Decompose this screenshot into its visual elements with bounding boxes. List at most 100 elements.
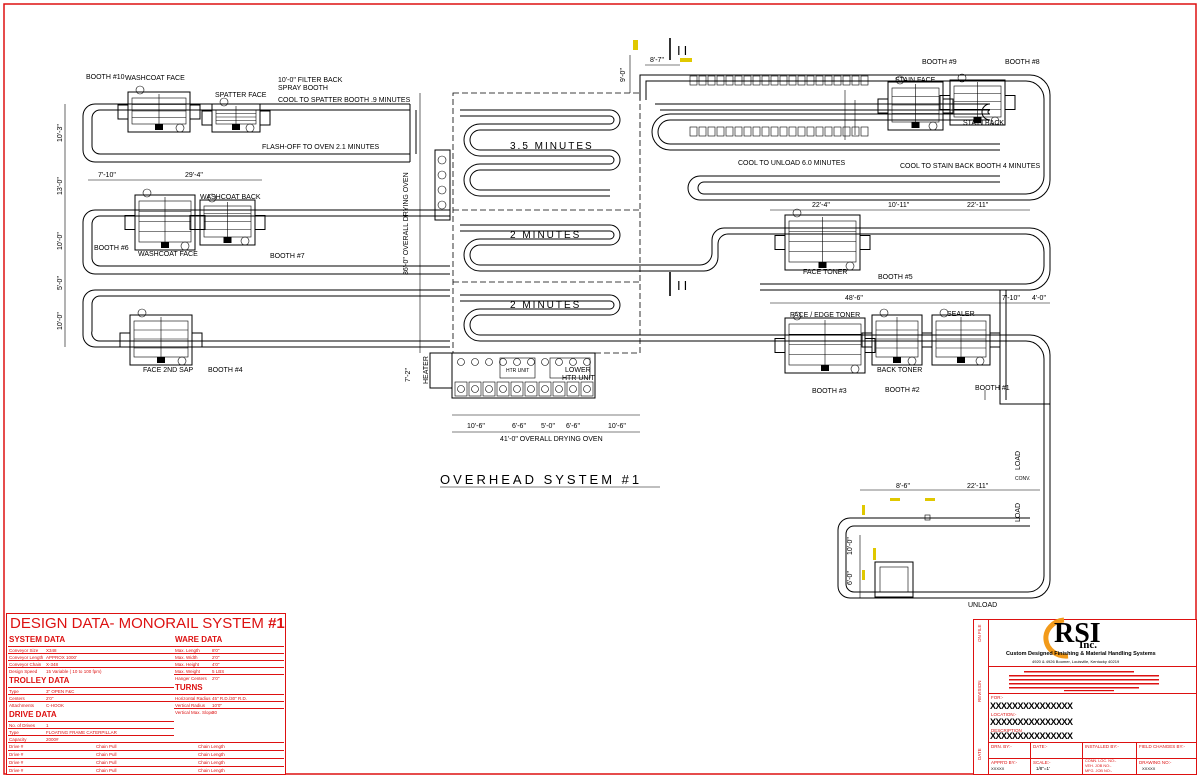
chain-cell: Drive # — [9, 744, 24, 749]
booth-4-symbol — [119, 308, 203, 366]
row-key: Type — [9, 689, 19, 694]
row-key: Design Speed — [9, 669, 38, 674]
for-label: FOR:- — [991, 695, 1004, 700]
booth-8-label: BOOTH #8 — [1005, 59, 1040, 66]
heater-units — [429, 149, 596, 399]
design-data-title-number: #1 — [268, 615, 285, 632]
station-filter-back: 10'-0" FILTER BACK — [278, 77, 343, 84]
dim-8-6: 8'-6" — [896, 483, 910, 490]
row-value: 2'0" — [212, 676, 220, 681]
installed-by-label: INSTALLED BY:- — [1085, 744, 1119, 749]
scale-label: SCALE:- — [1033, 760, 1051, 765]
section-marker: II II — [669, 38, 690, 296]
booth-5-symbol — [774, 208, 871, 271]
section-label-top: II — [677, 43, 690, 58]
for-value: XXXXXXXXXXXXXXX — [990, 701, 1073, 711]
chain-cell: Chain Pull — [96, 752, 117, 757]
dim-10-0c: 10'-0" — [847, 537, 854, 555]
row-key: Max. Width — [175, 655, 198, 660]
dimension-lines — [64, 55, 1050, 598]
station-lower-htr-unit: HTR UNIT — [562, 375, 595, 382]
row-key: Max. Weight — [175, 669, 200, 674]
booth-4-label: BOOTH #4 — [208, 367, 243, 374]
chain-cell: Chain Length — [198, 760, 225, 765]
table-row: Hanger Centers 2'0" — [174, 674, 284, 682]
booth-3-label: BOOTH #3 — [812, 388, 847, 395]
chain-cell: Drive # — [9, 760, 24, 765]
note-overall-oven-horizontal: 41'-0" OVERALL DRYING OVEN — [500, 436, 603, 443]
dim-48-6: 48'-6" — [845, 295, 863, 302]
booth-6-symbol — [124, 188, 206, 251]
dim-22-4: 22'-4" — [812, 202, 830, 209]
booth-1-symbol — [921, 308, 1001, 366]
dim-13-0: 13'-0" — [57, 177, 64, 195]
dim-5-0: 5'-0" — [57, 276, 64, 290]
side-date: DATE — [977, 748, 982, 760]
side-revision: REVISION — [977, 680, 982, 702]
dim-29-4: 29'-4" — [185, 172, 203, 179]
drive-data-heading: DRIVE DATA — [9, 710, 57, 719]
veh-label: VEH. JOB NO:- — [1085, 764, 1112, 768]
row-value: 10'0" — [212, 703, 222, 708]
note-cool-unload: COOL TO UNLOAD 6.0 MINUTES — [738, 160, 846, 167]
drawing-no-value: XXXXX — [1142, 766, 1156, 771]
station-washcoat-face-top: WASHCOAT FACE — [125, 75, 185, 82]
dim-22-11a: 22'-11" — [967, 202, 989, 209]
row-key: Conveyor Size — [9, 648, 39, 653]
station-face-2nd-sap: FACE 2ND SAP — [143, 367, 194, 374]
booth-2-label: BOOTH #2 — [885, 387, 920, 394]
row-key: Max. Length — [175, 648, 200, 653]
booth-1-label: BOOTH #1 — [975, 385, 1010, 392]
row-key: Capacity — [9, 737, 27, 742]
booth-7-label: BOOTH #7 — [270, 253, 305, 260]
row-value: APPROX 1000' — [46, 655, 77, 660]
row-value: 2'0" — [212, 655, 220, 660]
booth-spatter-symbol — [201, 97, 271, 133]
title-block: ON FILE REVISION DATE RSI Inc. Custom De… — [973, 617, 1197, 775]
station-htr-unit: HTR UNIT — [506, 368, 529, 374]
description-value: XXXXXXXXXXXXXXX — [990, 731, 1073, 741]
booth-10-label: BOOTH #10 — [86, 74, 125, 81]
dim-7-10: 7'-10" — [98, 172, 116, 179]
row-value: 2000# — [46, 737, 59, 742]
note-unload: UNLOAD — [968, 602, 997, 609]
zone-label-3: 2 MINUTES — [510, 300, 581, 311]
drawing-no-label: DRAWING NO:- — [1139, 760, 1172, 765]
note-load-2: LOAD — [1015, 503, 1022, 522]
highlight-marks — [633, 40, 935, 580]
note-overall-oven-vertical: 36'-0" OVERALL DRYING OVEN — [403, 172, 410, 275]
dim-5-0b: 5'-0" — [541, 423, 555, 430]
rsi-logo: RSI — [1054, 618, 1101, 649]
booth-5-label: BOOTH #5 — [878, 274, 913, 281]
section-label-bottom: II — [677, 278, 690, 293]
station-lower-htr: LOWER — [565, 367, 591, 374]
note-load-1: LOAD — [1015, 451, 1022, 470]
station-heater: HEATER — [423, 356, 430, 384]
row-value: FLOATING FRAME CATERPILLAR — [46, 730, 117, 735]
station-sealer: SEALER — [947, 311, 975, 318]
unload-station — [874, 561, 914, 598]
table-row: Capacity 2000# — [8, 735, 174, 743]
note-cool-stain: COOL TO STAIN BACK BOOTH 4 MINUTES — [900, 163, 1040, 170]
dim-4-0: 4'-0" — [1032, 295, 1046, 302]
dim-7-2: 7'-2" — [405, 368, 412, 382]
dim-10-6a: 10'-6" — [467, 423, 485, 430]
rsi-inc: Inc. — [1079, 639, 1098, 651]
chain-cell: Chain Pull — [96, 760, 117, 765]
chain-cell: Drive # — [9, 752, 24, 757]
booth-2-symbol — [861, 308, 933, 366]
booth-7-symbol — [189, 193, 266, 246]
company-tagline: Custom Designed Finishing & Material Han… — [1006, 651, 1156, 657]
row-key: Hanger Centers — [175, 676, 207, 681]
booth-9-label: BOOTH #9 — [922, 59, 957, 66]
